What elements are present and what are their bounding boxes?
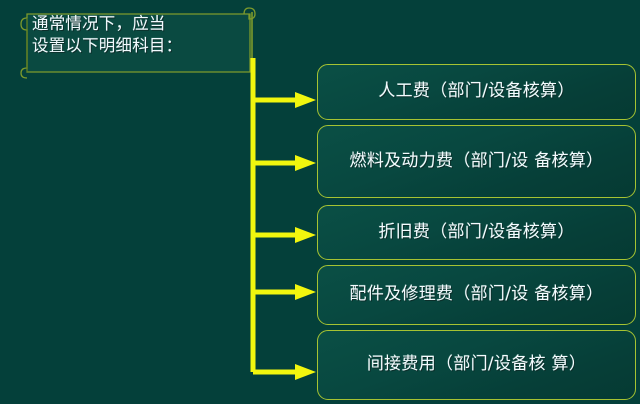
source-note-text: 通常情况下，应当 设置以下明细科目： <box>32 14 183 55</box>
connector-arrow-5 <box>253 364 316 380</box>
connector-arrow-3 <box>253 227 316 243</box>
connector-arrow-1 <box>253 92 316 108</box>
detail-account-box[interactable]: 人工费（部门/设备核算） <box>317 64 636 120</box>
detail-account-label: 人工费（部门/设备核算） <box>378 81 575 102</box>
detail-account-label: 配件及修理费（部门/设 备核算） <box>349 284 604 305</box>
connector-arrow-4 <box>253 284 316 300</box>
detail-account-label: 燃料及动力费（部门/设 备核算） <box>349 150 604 171</box>
source-note-shape <box>18 7 256 80</box>
detail-account-box[interactable]: 配件及修理费（部门/设 备核算） <box>317 265 636 325</box>
connector-arrow-2 <box>253 155 316 171</box>
detail-account-label: 折旧费（部门/设备核算） <box>378 221 575 242</box>
detail-account-label: 间接费用（部门/设备核 算） <box>366 354 587 375</box>
detail-account-box[interactable]: 燃料及动力费（部门/设 备核算） <box>317 125 636 198</box>
detail-account-box[interactable]: 折旧费（部门/设备核算） <box>317 205 636 260</box>
scroll-left-curl <box>20 17 28 79</box>
scroll-body <box>27 14 250 72</box>
detail-account-box[interactable]: 间接费用（部门/设备核 算） <box>317 330 636 400</box>
scroll-outline <box>26 13 251 73</box>
